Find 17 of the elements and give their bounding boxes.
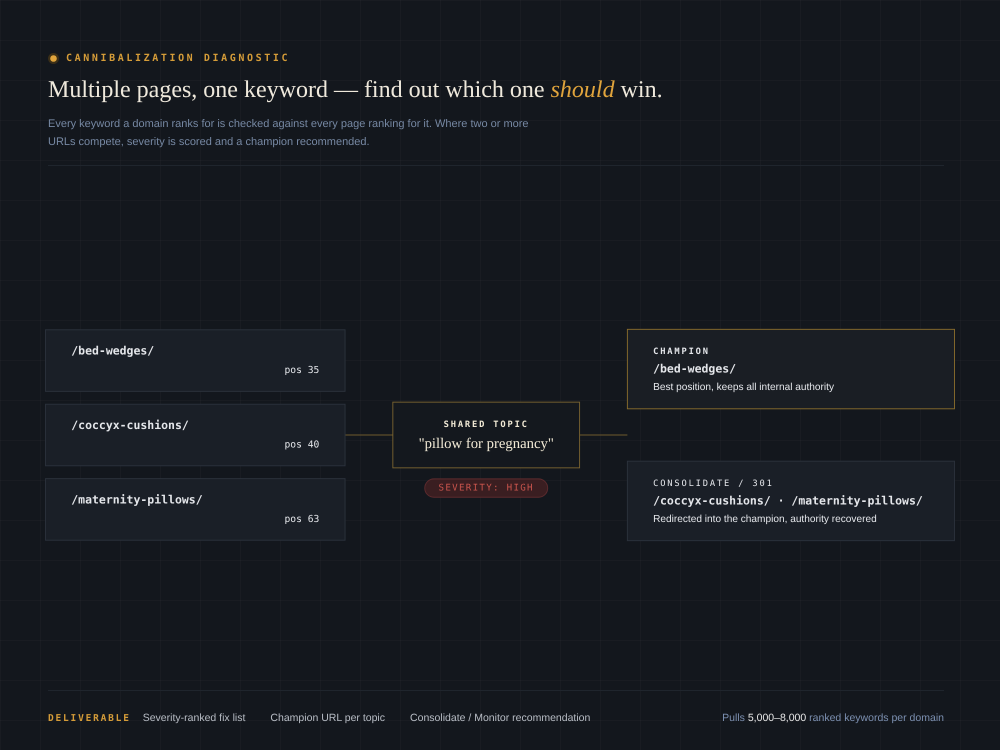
description: Every keyword a domain ranks for is checked against every page ranking for it. Where two or more URLs compete, severity is scored and a champion recommended. [48,117,530,150]
connector [579,434,628,436]
node-box: CONSOLIDATE / 301 /coccyx-cushions/ · /maternity-pillows/ Redirected into the champion, authority recovered [626,460,955,542]
node-box: /coccyx-cushions/ pos 40 [45,404,346,466]
deliverable-label: DELIVERABLE [48,712,131,724]
eyebrow-label: CANNIBALIZATION DIAGNOSTIC [66,52,290,64]
node-box: /maternity-pillows/ pos 63 [45,478,346,541]
node-box: CHAMPION /bed-wedges/ Best position, keeps all internal authority [626,328,955,410]
severity-badge: SEVERITY: HIGH [424,478,548,498]
deliverable-item: Champion URL per topic [270,712,386,724]
title: Multiple pages, one keyword — find out which one should win. [48,76,663,105]
node-box: /bed-wedges/ pos 35 [45,329,346,392]
node-box: SHARED TOPIC "pillow for pregnancy" [392,402,580,468]
connector [344,434,394,436]
deliverable-item: Severity-ranked fix list [142,712,246,724]
deliverable-item: Consolidate / Monitor recommendation [410,712,590,724]
footer-note: Pulls 5,000–8,000 ranked keywords per domain [722,712,944,724]
